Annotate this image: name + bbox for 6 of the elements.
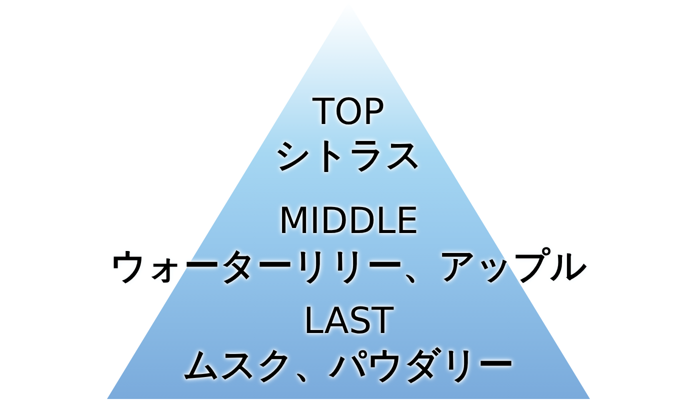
- scent-notes: ウォーターリリー、アップル: [110, 247, 587, 287]
- scent-notes: ムスク、パウダリー: [183, 346, 514, 386]
- scent-notes: シトラス: [274, 136, 422, 176]
- tier-label: LAST: [303, 302, 394, 342]
- tier-label: MIDDLE: [278, 202, 418, 242]
- tier-label: TOP: [312, 93, 385, 133]
